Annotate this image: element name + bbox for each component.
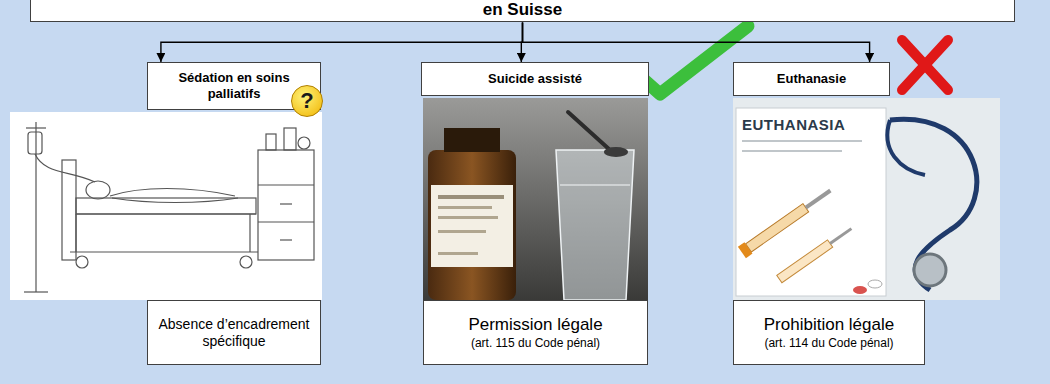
euthanasia-photo [733,98,1000,300]
connector-arrow [161,22,523,62]
box-text: Prohibition légale [740,315,918,335]
title-box: en Suisse [30,0,1015,22]
box-text: en Suisse [39,0,1006,20]
photo-text: EUTHANASIA [742,116,845,133]
connector-arrow [523,22,870,62]
box-text: Euthanasie [742,71,881,87]
box-text: (art. 114 du Code pénal) [740,336,918,350]
box-text: Suicide assisté [430,71,640,87]
category-box: Suicide assisté [421,62,649,96]
bottle-photo [423,98,648,300]
status-box: Permission légale(art. 115 du Code pénal… [423,300,648,365]
category-box: Euthanasie [733,62,890,96]
cross-symbol [902,40,948,90]
status-box: Prohibition légale(art. 114 du Code péna… [733,300,925,365]
question-symbol: ? [291,85,323,117]
box-text: (art. 115 du Code pénal) [430,336,641,350]
box-text: Permission légale [430,315,641,335]
status-box: Absence d’encadrement spécifique [147,300,321,365]
box-text: Sédation en soins palliatifs [156,70,312,101]
box-text: Absence d’encadrement spécifique [156,316,312,350]
hospital-bed-sketch [10,112,322,300]
